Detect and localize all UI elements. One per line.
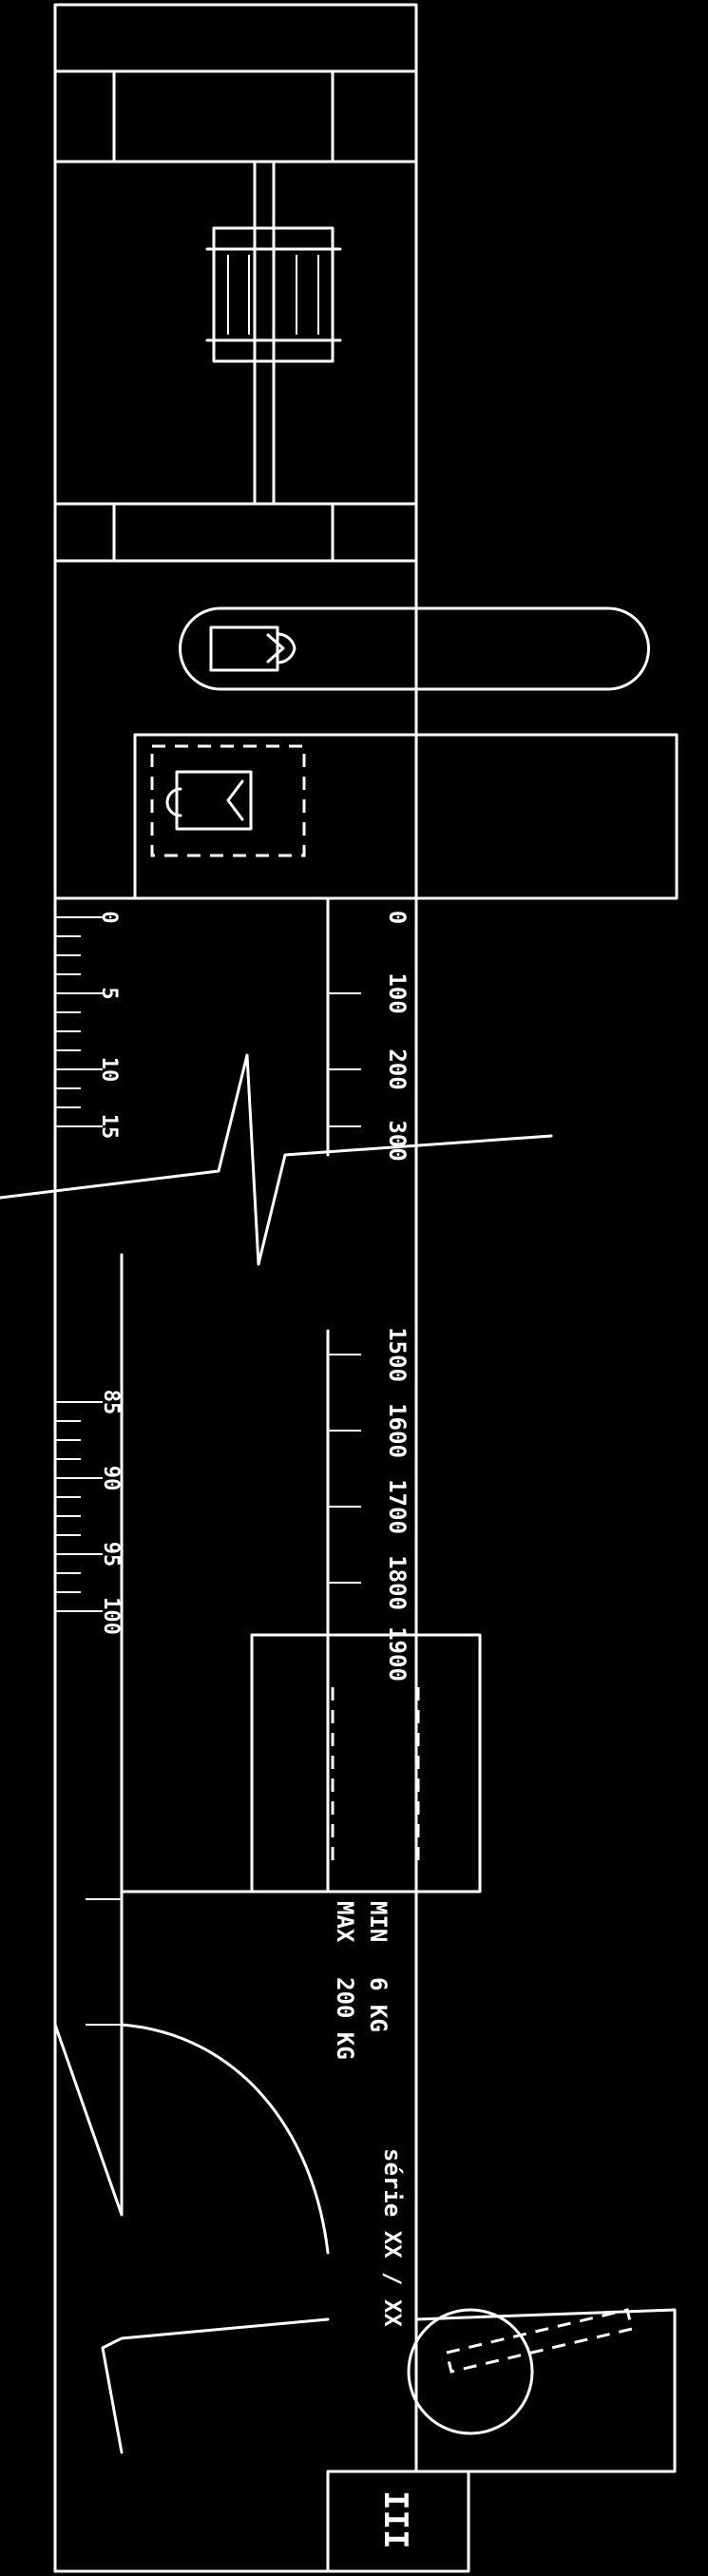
left-scale-label: 0 [97, 911, 121, 923]
left-scale-label: 90 [99, 1466, 123, 1491]
left-scale-top: 0 5 10 15 [53, 911, 121, 1143]
model-plate: III [53, 2470, 470, 2573]
hook-claw [53, 1890, 330, 2454]
left-scale-label: 15 [97, 1114, 121, 1140]
right-scale-label: 1600 [384, 1403, 411, 1458]
right-scale-label: 1500 [384, 1327, 411, 1382]
tapered-slider [133, 733, 679, 900]
min-value: 6 KG [365, 1977, 392, 2032]
right-scale-bottom: 1500 1600 1700 1800 1900 [328, 1327, 411, 1682]
left-scale-label: 5 [97, 987, 121, 999]
scale-bar [53, 559, 418, 2573]
max-label: MAX [332, 1901, 358, 1943]
right-scale-label: 1700 [384, 1479, 411, 1534]
right-scale-label: 200 [384, 1048, 411, 1089]
right-scale-label: 300 [384, 1120, 411, 1161]
min-label: MIN [365, 1901, 392, 1942]
top-housing [53, 3, 418, 563]
sliding-cursor [250, 1633, 482, 1894]
latch-arm [179, 606, 650, 691]
spec-labels: MAX MIN 200 KG 6 KG série XX / XX [332, 1901, 406, 2327]
right-scale-label: 1800 [384, 1555, 411, 1610]
left-scale-label: 100 [99, 1597, 123, 1635]
hook-handle [407, 2308, 677, 2473]
left-scale-bottom: 85 90 95 100 [55, 1390, 123, 1635]
left-scale-label: 85 [99, 1390, 123, 1415]
right-scale-top: 0 100 200 300 [326, 896, 418, 1162]
series-label: série XX / XX [379, 2148, 406, 2327]
right-scale-label: 100 [384, 972, 411, 1013]
pulley-spindle [205, 160, 342, 506]
left-scale-label: 95 [99, 1542, 123, 1567]
break-line [0, 1053, 553, 1266]
left-scale-label: 10 [97, 1057, 121, 1083]
model-label: III [376, 2490, 414, 2548]
max-value: 200 KG [332, 1977, 358, 2060]
right-scale-label: 0 [384, 911, 411, 924]
